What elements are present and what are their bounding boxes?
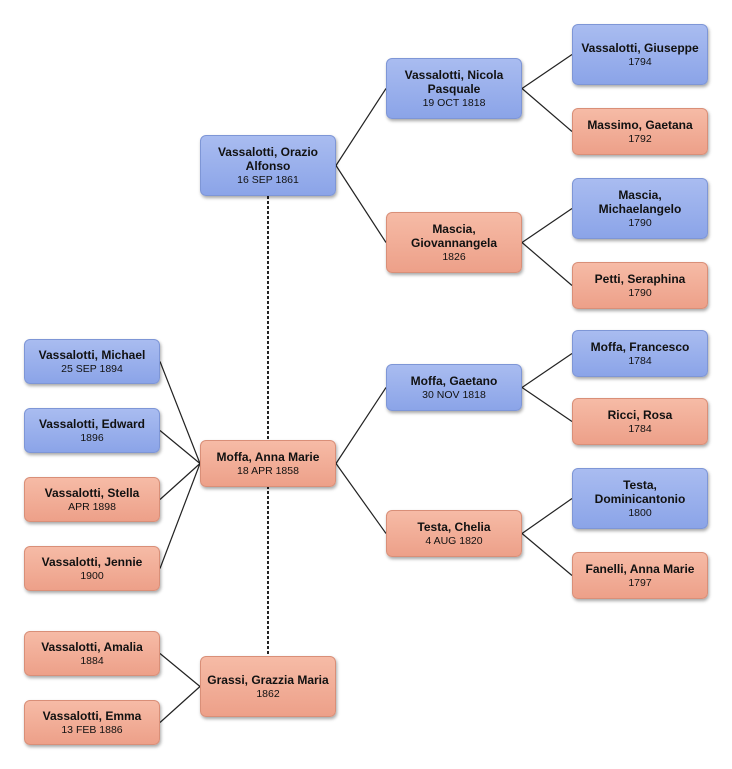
person-date: 4 AUG 1820	[425, 534, 483, 547]
person-date: 1790	[628, 286, 652, 299]
person-date: 1784	[628, 354, 652, 367]
person-date: 18 APR 1858	[237, 464, 299, 477]
person-date: 1784	[628, 422, 652, 435]
person-name: Ricci, Rosa	[607, 407, 673, 422]
person-date: 25 SEP 1894	[61, 362, 123, 375]
child-link-amalia-grazzia	[159, 653, 201, 687]
person-card-dominicantonio[interactable]: Testa, Dominicantonio 1800	[572, 468, 708, 529]
person-card-gaetano[interactable]: Moffa, Gaetano 30 NOV 1818	[386, 364, 522, 411]
person-name: Mascia, Michaelangelo	[598, 187, 682, 216]
person-date: 1896	[80, 431, 104, 444]
child-link-stella-anna_marie	[159, 463, 201, 500]
person-card-fanelli[interactable]: Fanelli, Anna Marie 1797	[572, 552, 708, 599]
person-name: Vassalotti, Giuseppe	[581, 40, 699, 55]
person-card-rosa[interactable]: Ricci, Rosa 1784	[572, 398, 708, 445]
person-name: Moffa, Gaetano	[410, 373, 498, 388]
person-date: 16 SEP 1861	[237, 173, 299, 186]
person-card-nicola[interactable]: Vassalotti, Nicola Pasquale 19 OCT 1818	[386, 58, 522, 119]
person-date: 13 FEB 1886	[61, 723, 123, 736]
parent-link-gaetano-francesco	[521, 353, 573, 388]
person-card-francesco[interactable]: Moffa, Francesco 1784	[572, 330, 708, 377]
person-card-seraphina[interactable]: Petti, Seraphina 1790	[572, 262, 708, 309]
person-name: Grassi, Grazzia Maria	[207, 672, 329, 687]
person-date: 1790	[628, 216, 652, 229]
parent-link-nicola-giuseppe	[521, 54, 573, 89]
person-card-stella[interactable]: Vassalotti, Stella APR 1898	[24, 477, 160, 522]
person-name: Petti, Seraphina	[594, 271, 686, 286]
person-name: Vassalotti, Orazio Alfonso	[217, 144, 319, 173]
person-name: Vassalotti, Edward	[38, 416, 146, 431]
child-link-jennie-anna_marie	[159, 463, 201, 569]
person-name: Massimo, Gaetana	[587, 117, 693, 132]
person-card-grazzia[interactable]: Grassi, Grazzia Maria 1862	[200, 656, 336, 717]
parent-link-chelia-dominicantonio	[521, 498, 573, 534]
person-card-amalia[interactable]: Vassalotti, Amalia 1884	[24, 631, 160, 676]
person-date: 1800	[628, 506, 652, 519]
person-name: Vassalotti, Jennie	[41, 554, 143, 569]
person-card-orazio[interactable]: Vassalotti, Orazio Alfonso 16 SEP 1861	[200, 135, 336, 196]
person-card-anna-marie-focus[interactable]: Moffa, Anna Marie 18 APR 1858	[200, 440, 336, 487]
person-card-jennie[interactable]: Vassalotti, Jennie 1900	[24, 546, 160, 591]
child-link-michael-anna_marie	[159, 361, 201, 464]
person-card-michael[interactable]: Vassalotti, Michael 25 SEP 1894	[24, 339, 160, 384]
child-link-edward-anna_marie	[159, 430, 201, 464]
person-name: Mascia, Giovannangela	[410, 221, 498, 250]
person-card-emma[interactable]: Vassalotti, Emma 13 FEB 1886	[24, 700, 160, 745]
person-card-giuseppe[interactable]: Vassalotti, Giuseppe 1794	[572, 24, 708, 85]
parent-link-orazio-nicola	[335, 88, 387, 166]
parent-link-nicola-gaetana	[521, 88, 573, 132]
person-name: Testa, Chelia	[417, 519, 491, 534]
person-date: 1794	[628, 55, 652, 68]
parent-link-gaetano-rosa	[521, 387, 573, 422]
person-name: Vassalotti, Nicola Pasquale	[404, 67, 504, 96]
child-link-emma-grazzia	[159, 686, 201, 723]
person-date: 19 OCT 1818	[422, 96, 486, 109]
person-date: 1862	[256, 687, 280, 700]
person-date: 1792	[628, 132, 652, 145]
person-date: 1884	[80, 654, 104, 667]
person-name: Vassalotti, Michael	[38, 347, 146, 362]
person-card-gaetana[interactable]: Massimo, Gaetana 1792	[572, 108, 708, 155]
parent-link-anna_marie-gaetano	[335, 387, 387, 464]
person-date: 30 NOV 1818	[422, 388, 486, 401]
person-name: Vassalotti, Emma	[42, 708, 142, 723]
person-card-michaelangelo[interactable]: Mascia, Michaelangelo 1790	[572, 178, 708, 239]
person-card-giovannangela[interactable]: Mascia, Giovannangela 1826	[386, 212, 522, 273]
person-card-chelia[interactable]: Testa, Chelia 4 AUG 1820	[386, 510, 522, 557]
person-card-edward[interactable]: Vassalotti, Edward 1896	[24, 408, 160, 453]
person-name: Moffa, Anna Marie	[216, 449, 320, 464]
person-name: Vassalotti, Stella	[44, 485, 140, 500]
person-name: Moffa, Francesco	[590, 339, 690, 354]
person-date: 1826	[442, 250, 466, 263]
parent-link-chelia-fanelli	[521, 533, 573, 576]
parent-link-anna_marie-chelia	[335, 463, 387, 534]
person-name: Fanelli, Anna Marie	[585, 561, 695, 576]
person-name: Vassalotti, Amalia	[41, 639, 143, 654]
person-date: 1900	[80, 569, 104, 582]
parent-link-giovannangela-seraphina	[521, 242, 573, 286]
person-date: 1797	[628, 576, 652, 589]
person-name: Testa, Dominicantonio	[594, 477, 686, 506]
parent-link-orazio-giovannangela	[335, 165, 387, 243]
person-date: APR 1898	[68, 500, 116, 513]
parent-link-giovannangela-michaelangelo	[521, 208, 573, 243]
